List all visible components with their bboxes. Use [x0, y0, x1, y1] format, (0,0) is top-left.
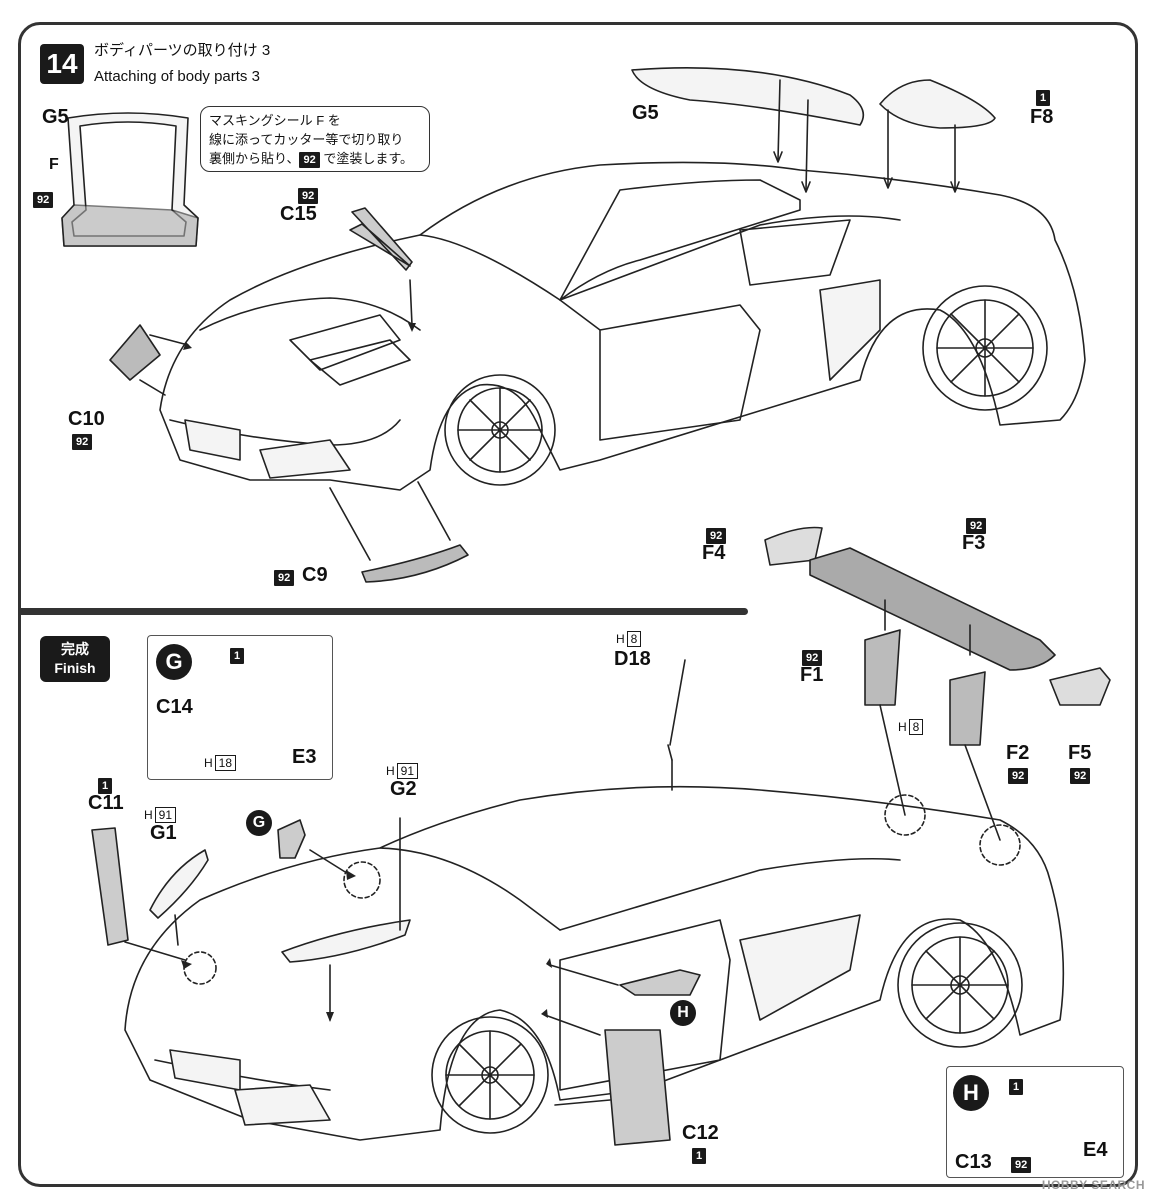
label-g5-windshield: G5	[42, 106, 69, 128]
paint-badge: 92	[299, 152, 320, 168]
top-car-body	[159, 161, 1086, 491]
label-c12: C12	[682, 1122, 719, 1144]
rear-wing-f3-part	[809, 547, 1056, 671]
bottom-rear-wheel	[897, 922, 1023, 1048]
label-e4: E4	[1083, 1139, 1108, 1161]
note-line-3: 裏側から貼り、92 で塗装します。	[209, 151, 414, 168]
paint-c9: 92	[274, 570, 295, 586]
label-d18: D18	[614, 648, 651, 670]
note-line-1: マスキングシール F を	[209, 113, 341, 128]
paint-f2: 92	[1008, 768, 1029, 784]
label-g2: G2	[390, 778, 417, 800]
label-f-mask: F	[49, 156, 59, 173]
paint-c13: 92	[1011, 1157, 1032, 1173]
label-f8: F8	[1030, 106, 1054, 128]
wing-stay-f2-part	[949, 671, 986, 746]
canard-c11-part	[91, 827, 129, 946]
paint-c15: 92	[298, 188, 319, 204]
antenna-d18-part	[667, 659, 686, 761]
label-f2: F2	[1006, 742, 1030, 764]
bottom-front-wheel	[431, 1016, 549, 1134]
marker-h-mirror: H	[670, 1000, 696, 1026]
watermark: HOBBY SEARCH	[1041, 1178, 1145, 1192]
splitter-c9-part	[361, 544, 469, 583]
subassembly-h: H 1 E4 C13 92	[946, 1066, 1124, 1178]
mirror-h-part	[619, 969, 701, 996]
label-g5-rear: G5	[632, 102, 659, 124]
paint-c10: 92	[72, 434, 93, 450]
marker-g-mirror: G	[246, 810, 272, 836]
label-c10: C10	[68, 408, 105, 430]
subassembly-g-marker: G	[156, 644, 192, 680]
paint-c11: 1	[98, 778, 113, 794]
paint-f1: 92	[802, 650, 823, 666]
masking-note: マスキングシール F を 線に添ってカッター等で切り取り 裏側から貼り、92 で…	[200, 106, 430, 172]
side-panel-c12-part	[604, 1029, 671, 1146]
step-title-en: Attaching of body parts 3	[94, 68, 260, 85]
bottom-car-body	[124, 785, 1065, 1141]
paint-f4: 92	[706, 528, 727, 544]
label-e3: E3	[292, 746, 317, 768]
roof-scoop-f8-part	[879, 79, 996, 129]
endplate-f4-part	[764, 526, 823, 566]
paint-c14: 1	[230, 648, 245, 664]
label-c9: C9	[302, 564, 328, 586]
label-c15: C15	[280, 203, 317, 225]
hood-panel-g2-part	[281, 919, 411, 963]
wiper-c15-part	[349, 207, 413, 271]
label-f3: F3	[962, 532, 986, 554]
mirror-g-part	[277, 819, 306, 859]
section-divider	[18, 608, 748, 615]
wing-stay-f1-part	[864, 629, 901, 706]
label-f1: F1	[800, 664, 824, 686]
paint-subassembly-h: 1	[1009, 1079, 1024, 1095]
finish-jp: 完成	[61, 641, 89, 657]
label-f5: F5	[1068, 742, 1092, 764]
hood-panel-g1-part	[149, 849, 209, 919]
label-g1: G1	[150, 822, 177, 844]
page-frame	[18, 22, 1138, 1187]
endplate-f5-part	[1049, 667, 1111, 706]
step-number: 14	[40, 44, 84, 84]
paint-f3: 92	[966, 518, 987, 534]
label-c11: C11	[88, 792, 124, 814]
note-line-2: 線に添ってカッター等で切り取り	[209, 132, 404, 147]
paint-g5-windshield: 92	[33, 192, 54, 208]
subassembly-h-marker: H	[953, 1075, 989, 1111]
label-c13: C13	[955, 1151, 992, 1173]
step-title-jp: ボディパーツの取り付け 3	[94, 42, 271, 59]
top-rear-wheel	[922, 285, 1048, 411]
top-front-wheel	[444, 374, 556, 486]
finish-en: Finish	[54, 660, 96, 676]
paint-c12: 1	[692, 1148, 707, 1164]
paint-f5: 92	[1070, 768, 1091, 784]
step-title: ボディパーツの取り付け 3 Attaching of body parts 3	[94, 38, 270, 90]
label-c14: C14	[156, 696, 193, 718]
label-f4: F4	[702, 542, 726, 564]
paint-f8: 1	[1036, 90, 1051, 106]
rear-glass-g5-part	[631, 67, 865, 126]
finish-label: 完成 Finish	[40, 636, 110, 682]
canard-c10-part	[109, 324, 161, 381]
